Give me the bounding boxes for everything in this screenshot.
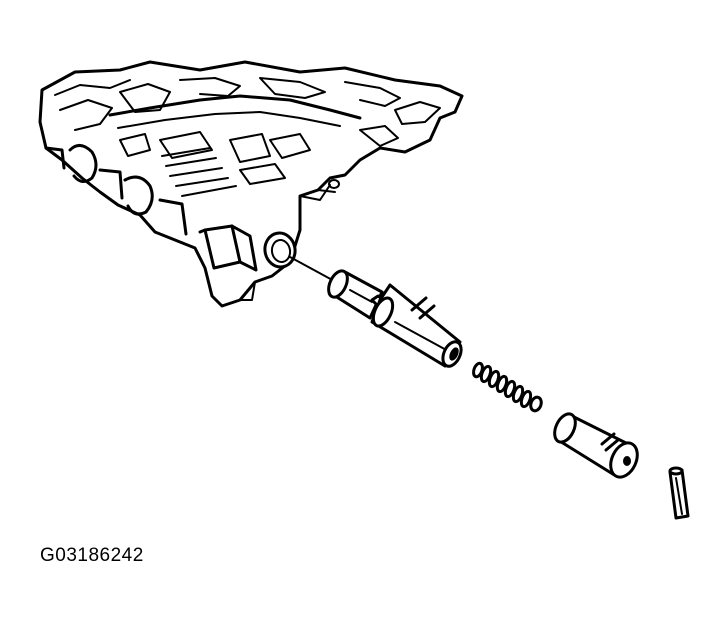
valve-spool (327, 269, 463, 368)
figure-code: G03186242 (40, 545, 144, 566)
valve-body (38, 60, 464, 308)
spring (472, 361, 543, 413)
alignment-line (289, 256, 337, 283)
bore-plug (553, 412, 639, 479)
retaining-pin (668, 466, 690, 520)
